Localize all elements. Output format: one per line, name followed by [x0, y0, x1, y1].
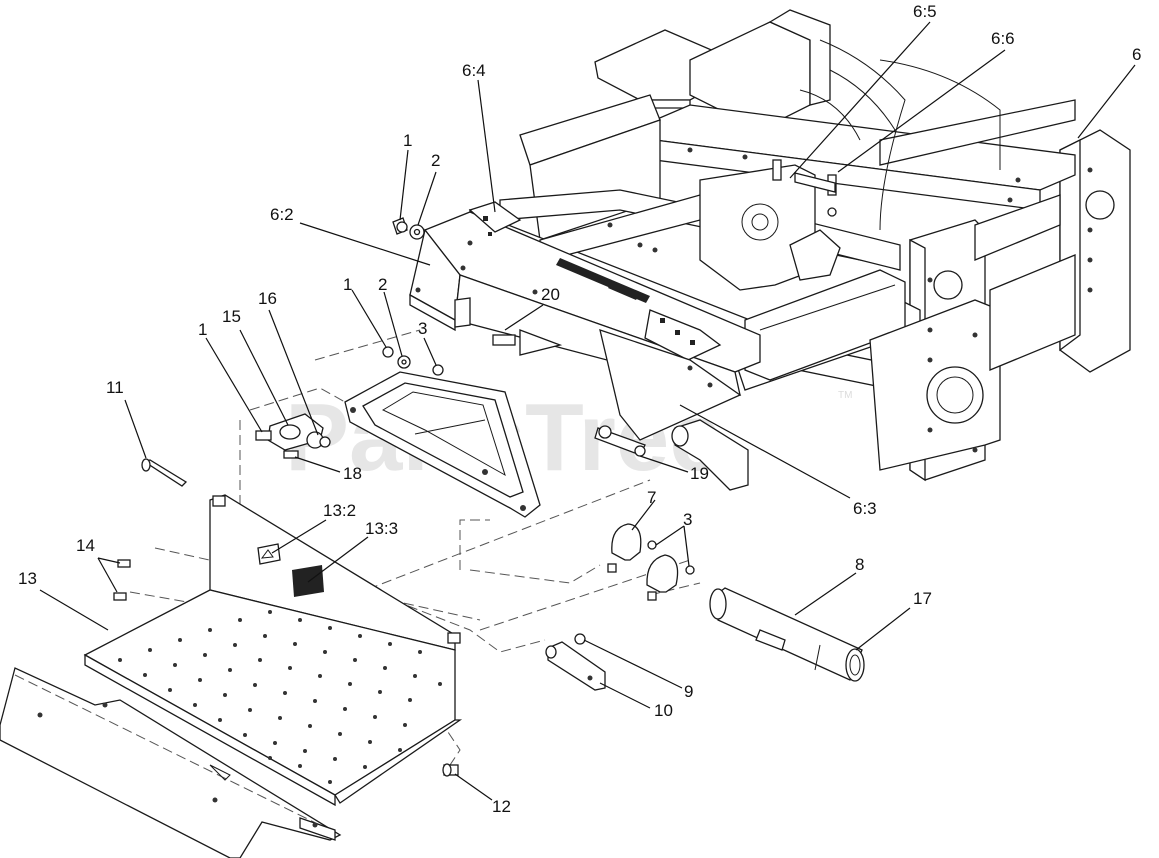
- callout-3b: 3: [683, 510, 692, 529]
- callout-17: 17: [913, 589, 932, 608]
- callout-16: 16: [258, 289, 277, 308]
- part-7-clamps: [607, 523, 695, 601]
- part-14-screws: [113, 559, 131, 601]
- left-bracket-assembly: [255, 413, 331, 459]
- part-8-tube: [709, 587, 865, 682]
- main-frame: [469, 9, 1131, 482]
- leader-lines: [39, 21, 1136, 801]
- callout-10: 10: [654, 701, 673, 720]
- callout-6-3: 6:3: [853, 499, 877, 518]
- callout-2b: 2: [378, 275, 387, 294]
- part-19-bracket: [594, 419, 749, 491]
- callout-1c: 1: [198, 320, 207, 339]
- callout-8: 8: [855, 555, 864, 574]
- callout-13-3: 13:3: [365, 519, 398, 538]
- callout-1b: 1: [343, 275, 352, 294]
- callout-7: 7: [647, 488, 656, 507]
- callout-2a: 2: [431, 151, 440, 170]
- part-20-grille-frame: [344, 371, 541, 518]
- callout-3a: 3: [418, 319, 427, 338]
- callout-13: 13: [18, 569, 37, 588]
- callout-14: 14: [76, 536, 95, 555]
- callout-9: 9: [684, 682, 693, 701]
- callout-1a: 1: [403, 131, 412, 150]
- lower-deck-rail: [0, 667, 342, 858]
- callout-15: 15: [222, 307, 241, 326]
- callout-6-6: 6:6: [991, 29, 1015, 48]
- callout-19: 19: [690, 464, 709, 483]
- callout-6-5: 6:5: [913, 2, 937, 21]
- part-13-foot-plate: [83, 494, 463, 807]
- perforation-pattern: [118, 610, 442, 784]
- callout-12: 12: [492, 797, 511, 816]
- callout-6-2: 6:2: [270, 205, 294, 224]
- front-console-plate: [409, 201, 761, 441]
- part-12-bolt: [442, 763, 459, 777]
- callout-18: 18: [343, 464, 362, 483]
- callout-11: 11: [106, 378, 124, 397]
- callout-13-2: 13:2: [323, 501, 356, 520]
- callout-labels: 6:5 6:6 6 6:4 1 2 6:2 1 2 16 15 1 3 20 1…: [18, 2, 1141, 816]
- part-11-bolt: [141, 458, 188, 487]
- hardware-upper: [382, 217, 444, 376]
- callout-6: 6: [1132, 45, 1141, 64]
- part-10-plate: [545, 633, 606, 691]
- watermark-trademark: TM: [838, 390, 852, 401]
- callout-6-4: 6:4: [462, 61, 486, 80]
- callout-20: 20: [541, 285, 560, 304]
